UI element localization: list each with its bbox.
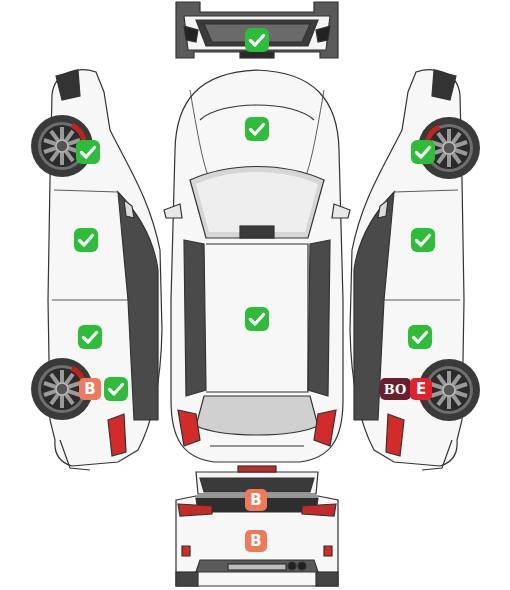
damage-code: B (84, 382, 95, 397)
damage-badge: B (79, 378, 101, 400)
damage-badge: B (245, 489, 267, 511)
damage-code: E (416, 382, 426, 397)
damage-badge: BO (380, 378, 411, 400)
damage-code: BO (384, 383, 407, 396)
damage-code: B (250, 493, 261, 508)
damage-badge: E (410, 378, 432, 400)
damage-badge: B (245, 530, 267, 552)
damage-code: B (250, 534, 261, 549)
